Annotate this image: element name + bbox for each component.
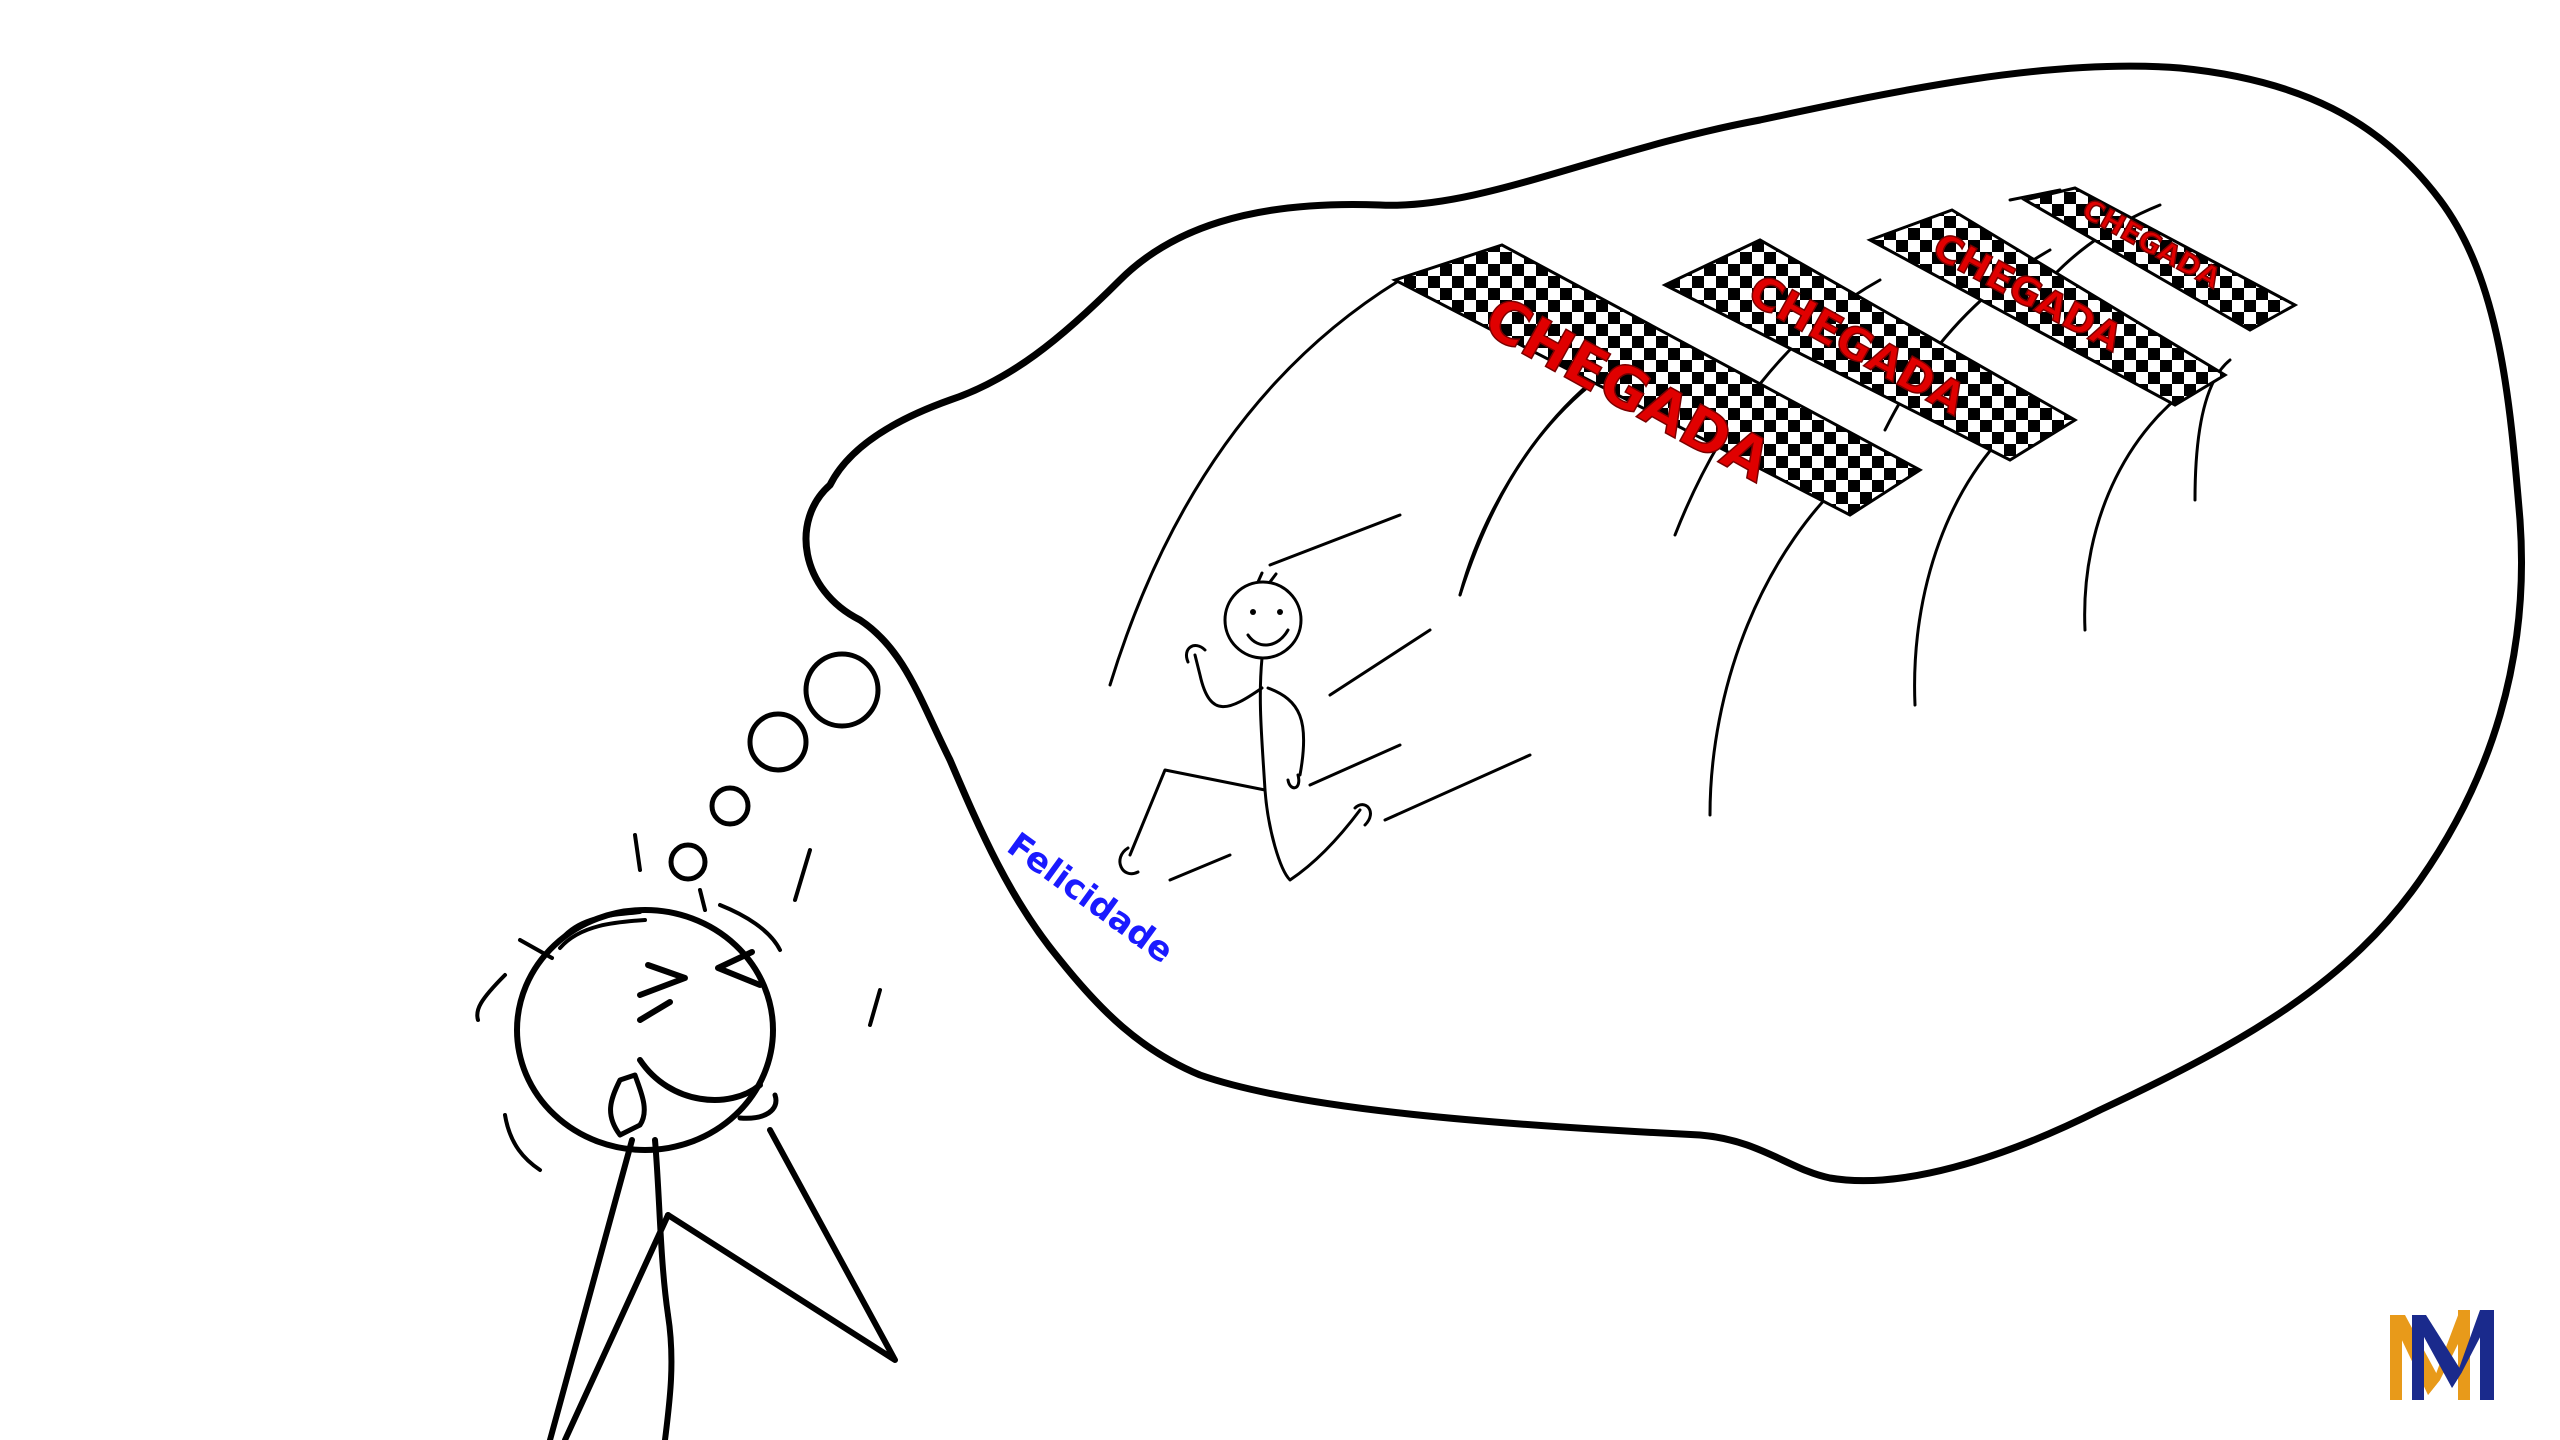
thought-bubble-large <box>803 651 881 729</box>
running-figure <box>1118 513 1532 882</box>
mm-monogram-logo <box>2390 1310 2494 1400</box>
thinking-figure <box>475 833 898 1440</box>
thought-cloud <box>802 62 2526 1185</box>
thought-bubble-tiny <box>668 842 708 882</box>
thought-bubble-small <box>709 785 751 827</box>
felicidade-caption: Felicidade <box>1000 825 1181 972</box>
thought-bubble-medium <box>747 711 809 773</box>
